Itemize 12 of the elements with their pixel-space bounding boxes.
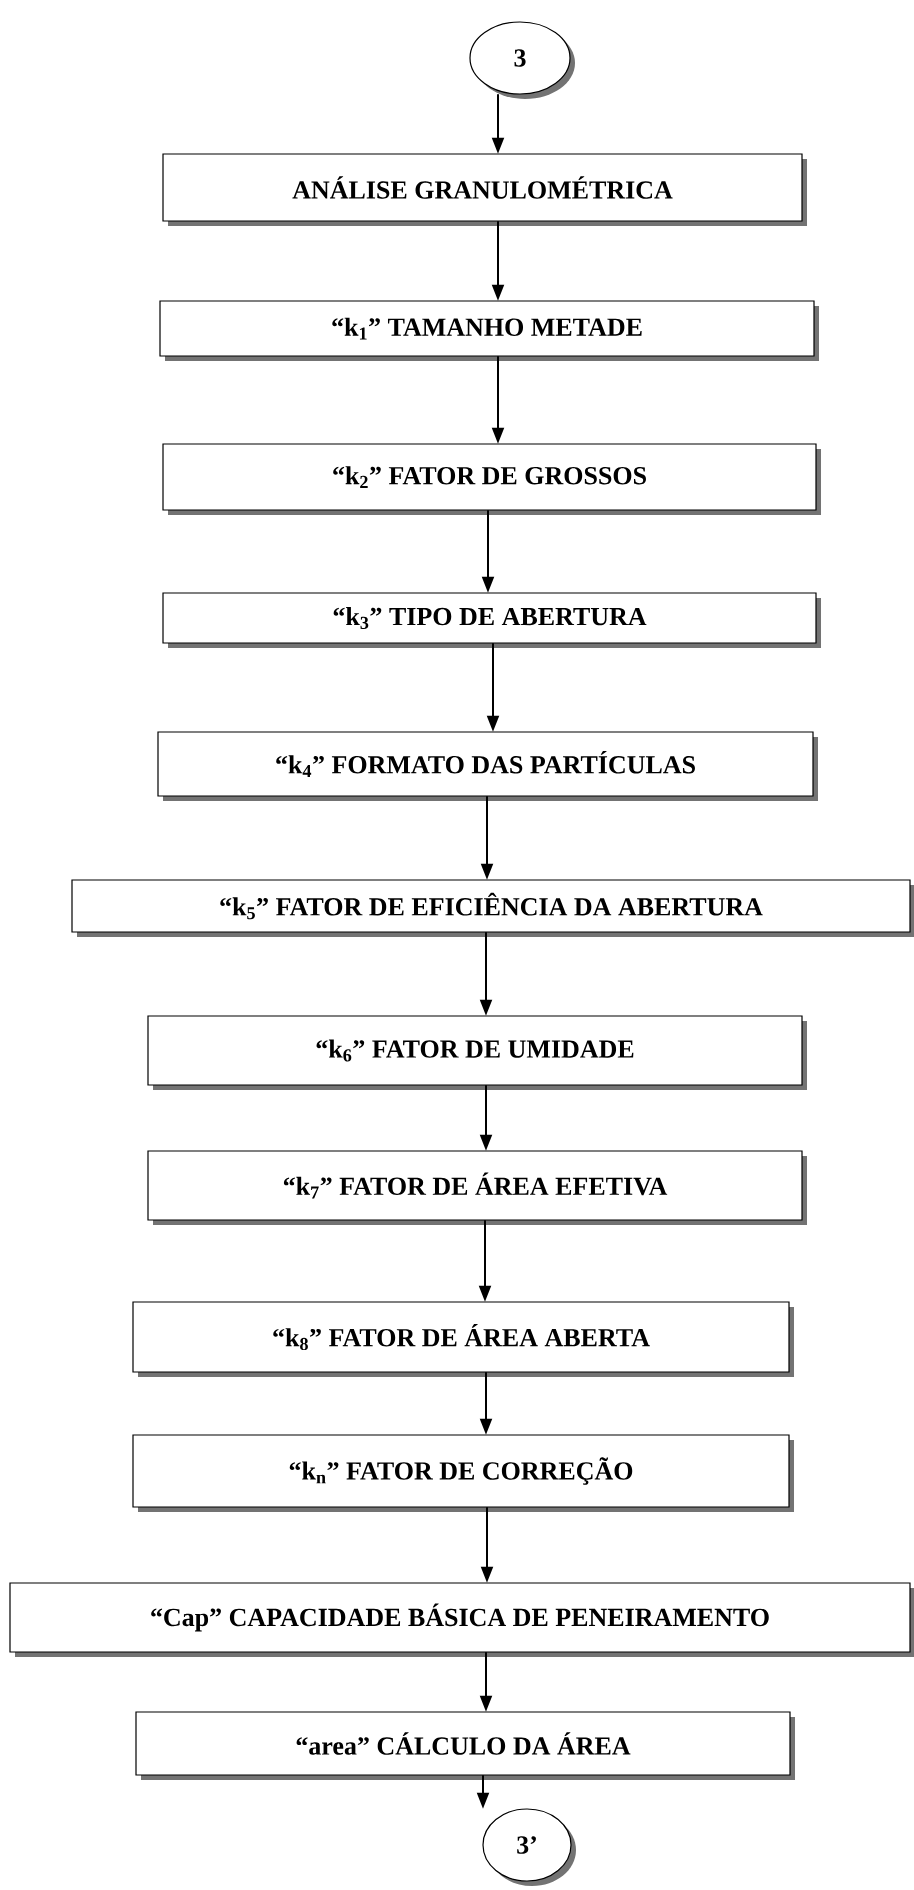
process-box: “Cap” CAPACIDADE BÁSICA DE PENEIRAMENTO <box>9 1582 914 1657</box>
process-box: “k$_{2}$” FATOR DE GROSSOS <box>162 443 821 515</box>
process-box: “k$_{n}$” FATOR DE CORREÇÃO <box>132 1434 794 1512</box>
process-box: “k$_{7}$” FATOR DE ÁREA EFETIVA <box>147 1150 807 1225</box>
process-box: “k$_{6}$” FATOR DE UMIDADE <box>147 1015 807 1090</box>
process-box: ANÁLISE GRANULOMÉTRICA <box>162 153 807 226</box>
process-box: “k$_{5}$” FATOR DE EFICIÊNCIA DA ABERTURA <box>71 879 914 937</box>
process-box: “k$_{1}$” TAMANHO METADE <box>159 300 819 361</box>
process-box: “k$_{3}$” TIPO DE ABERTURA <box>162 592 821 648</box>
process-box: “k$_{4}$” FORMATO DAS PARTÍCULAS <box>157 731 818 801</box>
process-box: “k$_{8}$” FATOR DE ÁREA ABERTA <box>132 1301 794 1377</box>
process-box: “area” CÁLCULO DA ÁREA <box>135 1711 795 1780</box>
